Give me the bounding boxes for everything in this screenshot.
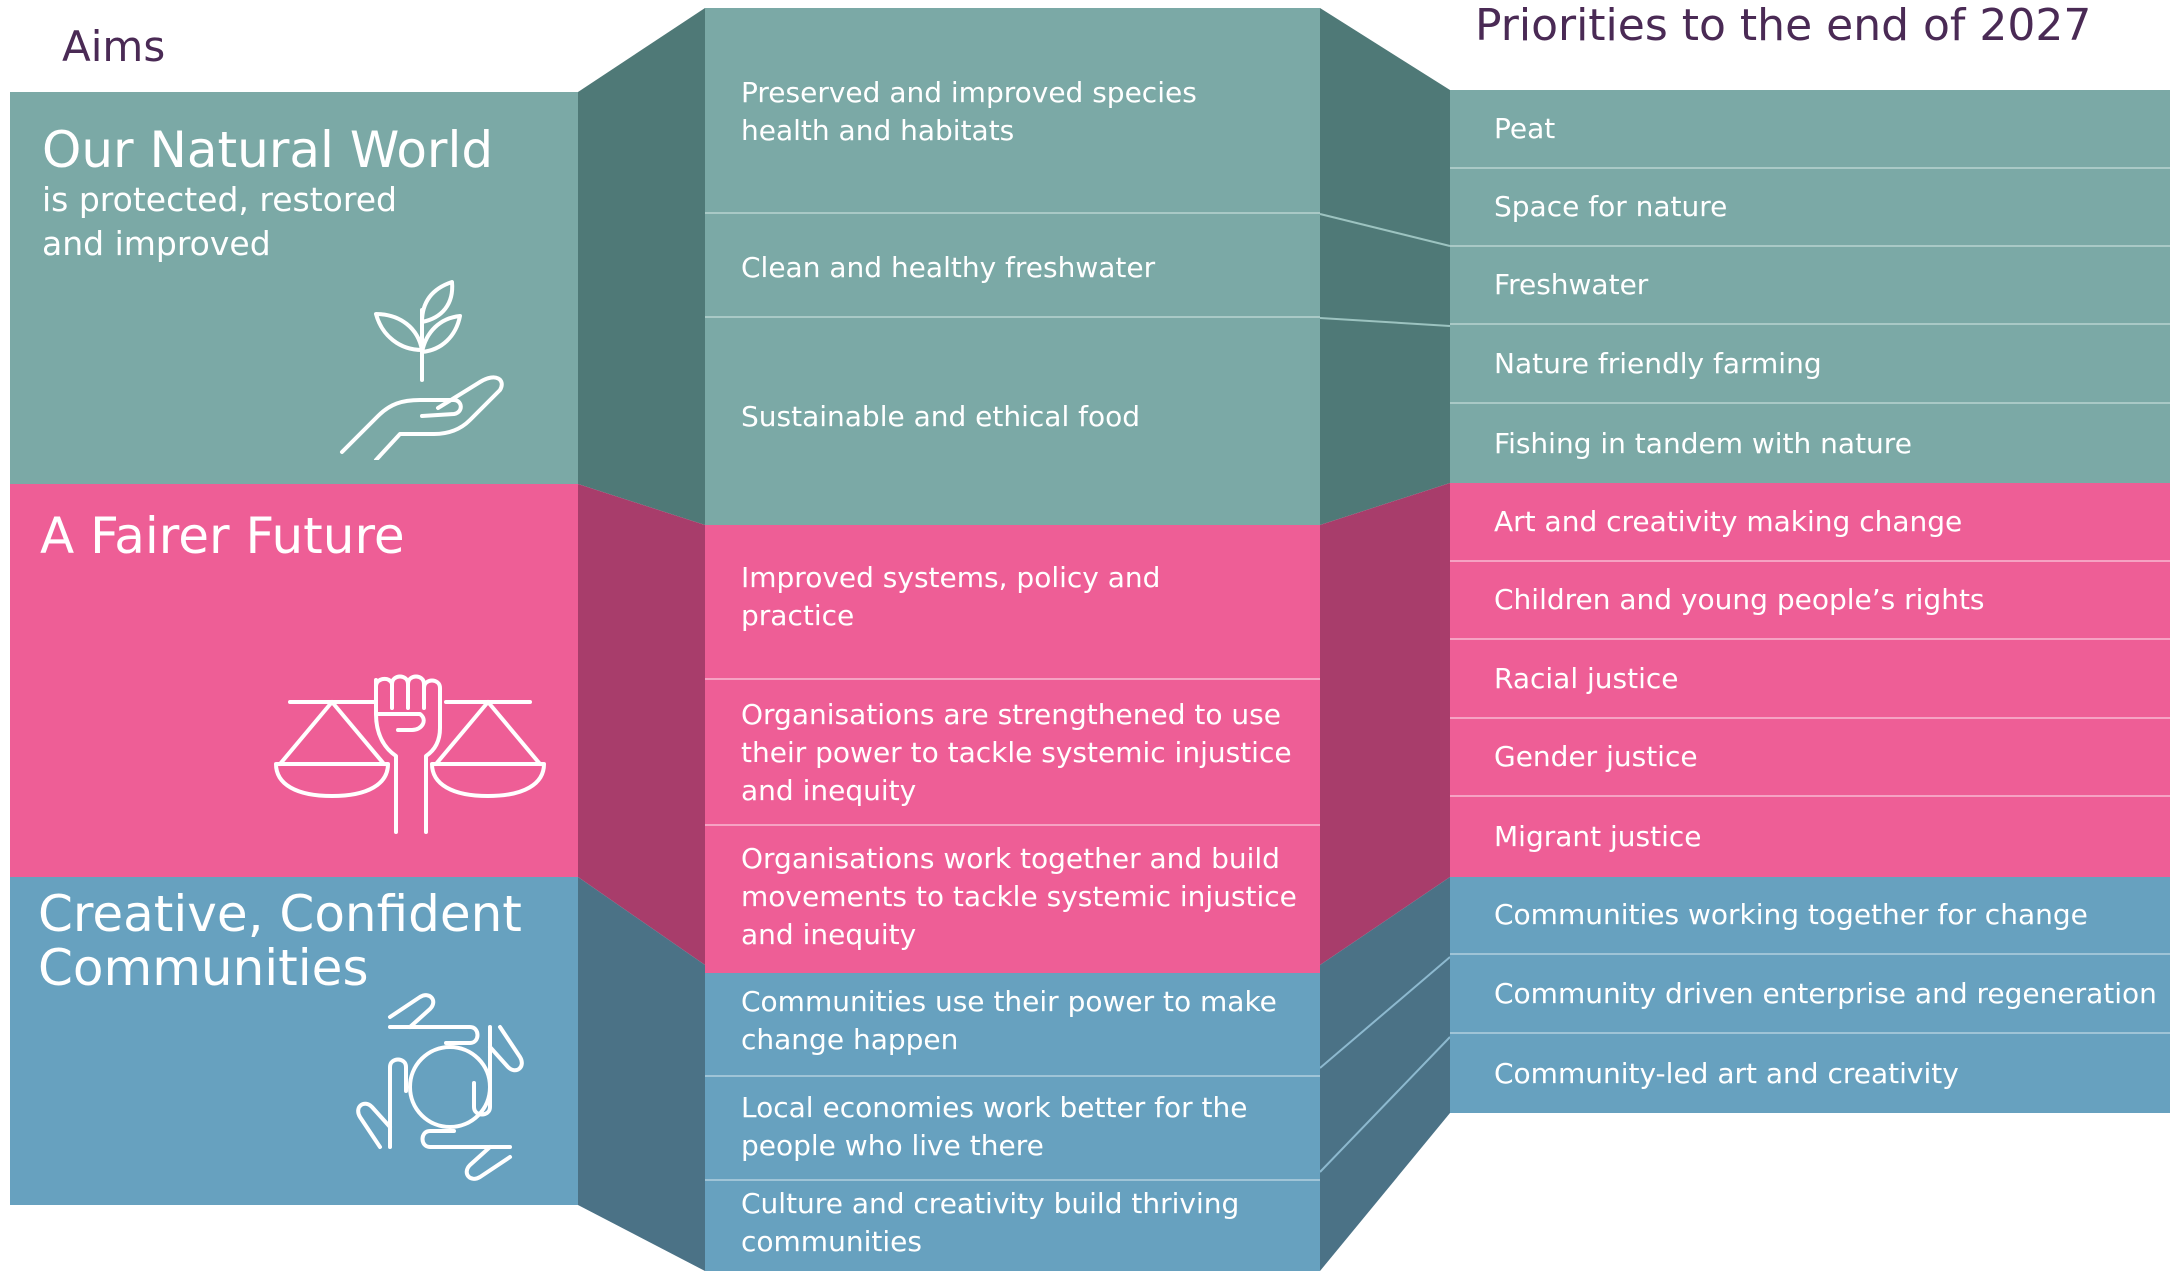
outcome-text-line: Culture and creativity build thriving [741,1187,1240,1220]
outcome-text-line: Preserved and improved species [741,76,1197,109]
connector-left-communities [578,877,705,1271]
aim-fairer-future-title: A Fairer Future [40,507,405,565]
priority-item: Peat [1450,90,2170,169]
outcome-text-line: Communities use their power to make [741,985,1277,1018]
outcome-column: Preserved and improved species health an… [705,8,1320,1271]
outcome-row: Local economies work better for the peop… [705,1077,1320,1181]
linked-hands-icon [356,993,524,1181]
priority-item: Racial justice [1450,640,2170,719]
connector-right-natural [1320,8,1450,525]
aim-natural-world-title: Our Natural World [42,121,494,179]
outcome-text-line: Improved systems, policy and [741,561,1161,594]
connector-right-communities [1320,877,1450,1271]
outcome-row: Communities use their power to make chan… [705,973,1320,1077]
priorities-heading: Priorities to the end of 2027 [1475,0,2092,51]
priority-item: Nature friendly farming [1450,325,2170,404]
outcome-text-line: communities [741,1225,922,1258]
outcome-text-line: Local economies work better for the [741,1091,1248,1124]
priority-item: Communities working together for change [1450,877,2170,955]
outcome-text-line: health and habitats [741,114,1015,147]
outcome-row: Clean and healthy freshwater [705,214,1320,318]
priority-item: Community-led art and creativity [1450,1034,2170,1113]
link-line [1319,317,1451,327]
aim-natural-world-subtitle-1: is protected, restored [42,180,397,219]
aim-fairer-future: A Fairer Future [10,484,578,877]
outcome-row: Preserved and improved species health an… [705,8,1320,214]
outcome-text-line: Organisations work together and build [741,842,1280,875]
plant-in-hand-icon [340,280,504,460]
priority-item: Art and creativity making change [1450,483,2170,562]
outcome-row: Organisations work together and build mo… [705,826,1320,973]
outcome-row: Organisations are strengthened to use th… [705,680,1320,826]
outcome-text-line: and inequity [741,774,917,807]
outcome-text-line: people who live there [741,1129,1044,1162]
link-line [1319,1036,1451,1173]
priority-item: Children and young people’s rights [1450,562,2170,640]
outcome-text-line: movements to tackle systemic injustice [741,880,1297,913]
outcome-row: Improved systems, policy and practice [705,525,1320,680]
priority-item: Fishing in tandem with nature [1450,404,2170,483]
outcome-text-line: change happen [741,1023,959,1056]
connector-right-fairer [1320,483,1450,965]
outcome-text-line: Clean and healthy freshwater [741,251,1156,284]
aim-natural-world-subtitle-2: and improved [42,224,271,263]
scales-fist-icon [274,674,546,834]
outcome-row: Culture and creativity build thriving co… [705,1181,1320,1271]
aim-creative-communities: Creative, Confident Communities [10,877,578,1205]
outcome-text-line: and inequity [741,918,917,951]
outcome-text-line: their power to tackle systemic injustice [741,736,1292,769]
priority-item: Space for nature [1450,169,2170,247]
priority-item: Gender justice [1450,719,2170,797]
aim-creative-communities-title-2: Communities [38,939,369,997]
outcome-row: Sustainable and ethical food [705,318,1320,525]
aim-creative-communities-title-1: Creative, Confident [38,885,522,943]
priorities-column: Peat Space for nature Freshwater Nature … [1450,90,2170,1113]
link-line [1319,213,1451,247]
connector-left-natural [578,8,705,525]
outcome-text-line: Organisations are strengthened to use [741,698,1281,731]
aims-heading: Aims [62,22,166,71]
outcome-text-line: Sustainable and ethical food [741,400,1141,433]
priority-item: Migrant justice [1450,797,2170,877]
outcome-text-line: practice [741,599,855,632]
priority-item: Community driven enterprise and regenera… [1450,955,2170,1034]
priority-item: Freshwater [1450,247,2170,325]
aim-natural-world: Our Natural World is protected, restored… [10,92,578,484]
link-line [1319,956,1451,1069]
connector-left-fairer [578,484,705,965]
